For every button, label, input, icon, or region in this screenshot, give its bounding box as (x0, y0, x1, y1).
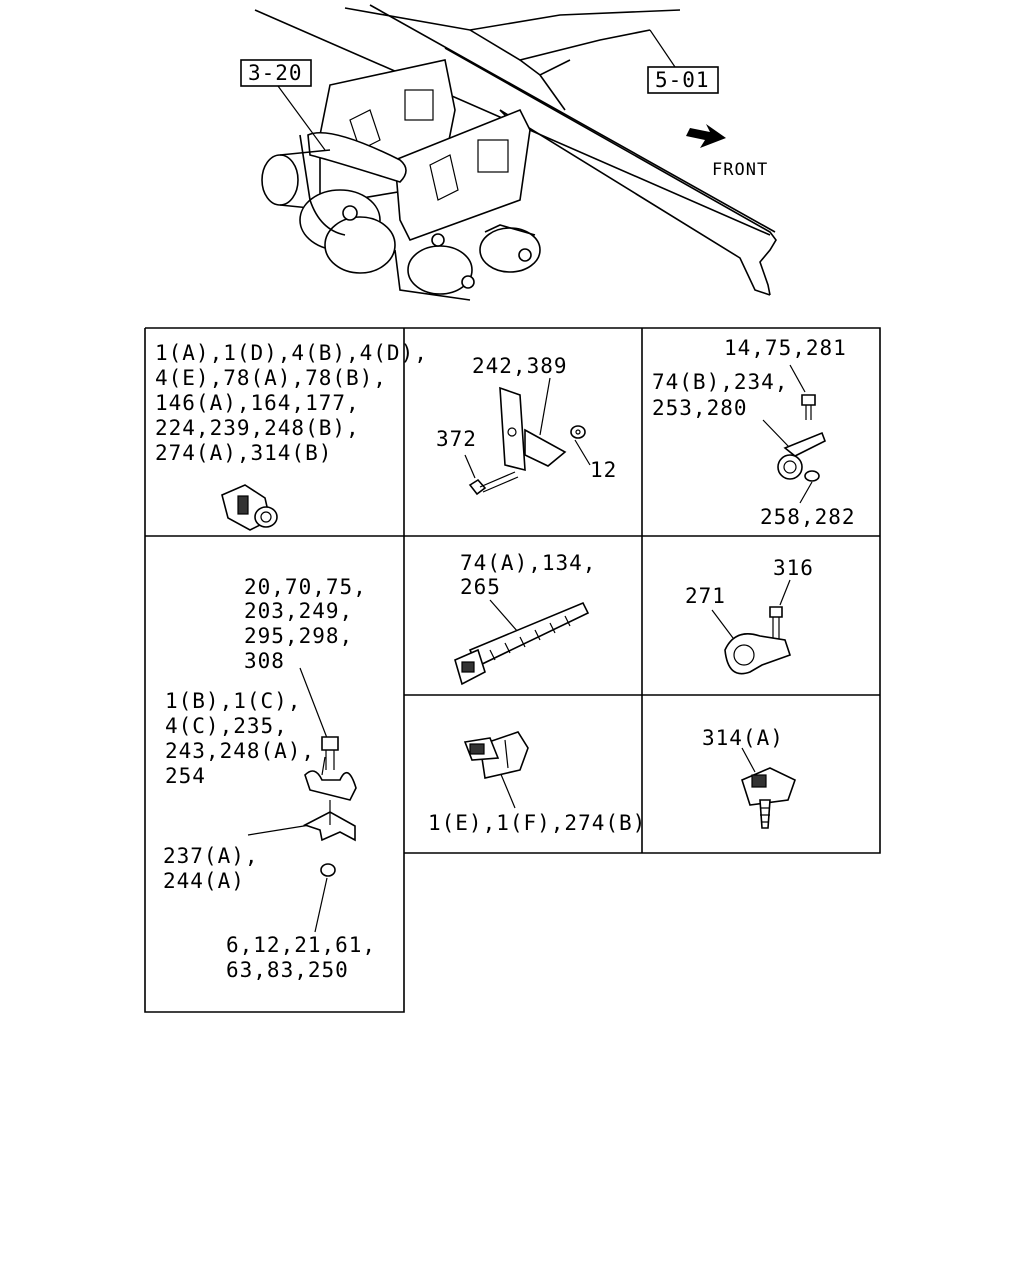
bolt-label-4: 308 (244, 649, 285, 673)
bolt-icon (321, 736, 339, 770)
clamp-bracket-icon (302, 800, 356, 842)
reference-box-5-01[interactable]: 5-01 (647, 29, 719, 94)
stay-label-1: 74(B),234, (652, 370, 788, 394)
clamp-label-2: 4(C),235, (165, 714, 288, 738)
push-clip-icon (741, 767, 796, 829)
nut-icon (570, 425, 586, 439)
clamp-label-4: 254 (165, 764, 206, 788)
part-numbers-line-2: 4(E),78(A),78(B), (155, 366, 387, 390)
cell-bracket[interactable]: 242,389 372 12 (436, 354, 617, 496)
parts-grid (144, 327, 881, 1013)
air-tank-left (261, 149, 396, 274)
part-numbers-line-5: 274(A),314(B) (155, 441, 332, 465)
p-clip-icon (724, 633, 792, 675)
part-numbers-line-3: 146(A),164,177, (155, 391, 360, 415)
air-tank-right (394, 224, 541, 301)
part-numbers-line-4: 224,239,248(B), (155, 416, 360, 440)
nut-label-2: 63,83,250 (226, 958, 349, 982)
cell-tie-strap[interactable]: 74(A),134, 265 (454, 551, 596, 686)
front-arrow-icon (686, 124, 726, 148)
bolt-icon (801, 394, 816, 420)
clamp-icon (304, 770, 357, 801)
cell-clip-group[interactable]: 1(A),1(D),4(B),4(D), 4(E),78(A),78(B), 1… (155, 341, 428, 531)
nut-icon (320, 863, 336, 877)
nut-label: 12 (590, 458, 617, 482)
bolt-label-3: 295,298, (244, 624, 353, 648)
bracket-label-1: 237(A), (163, 844, 259, 868)
nut-icon (804, 470, 820, 482)
clip-label: 271 (685, 584, 726, 608)
bolt-label: 372 (436, 427, 477, 451)
bolt-label-2: 203,249, (244, 599, 353, 623)
bolt-label-1: 20,70,75, (244, 575, 367, 599)
reference-3-20: 3-20 (248, 61, 303, 85)
front-direction-indicator: FRONT (686, 124, 768, 180)
reference-5-01: 5-01 (655, 68, 710, 92)
stay-label-2: 253,280 (652, 396, 748, 420)
clip-label: 314(A) (702, 726, 784, 750)
bracket-label: 242,389 (472, 354, 568, 378)
cell-clamp-assembly[interactable]: 20,70,75, 203,249, 295,298, 308 1(B),1(C… (163, 575, 376, 982)
clip-label: 1(E),1(F),274(B) (428, 811, 646, 835)
bolt-icon (769, 606, 783, 640)
clamp-stay-icon (777, 431, 827, 480)
tie-label-1: 74(A),134, (460, 551, 596, 575)
front-label: FRONT (712, 160, 768, 180)
cell-clip-314a[interactable]: 314(A) (702, 726, 796, 829)
cell-clip-e[interactable]: 1(E),1(F),274(B) (428, 731, 646, 835)
bolt-label: 14,75,281 (724, 336, 847, 360)
part-numbers-line-1: 1(A),1(D),4(B),4(D), (155, 341, 428, 365)
bracket-label-2: 244(A) (163, 869, 245, 893)
cell-clamp-stay[interactable]: 14,75,281 74(B),234, 253,280 258,282 (652, 336, 856, 529)
nut-label: 258,282 (760, 505, 856, 529)
bolt-icon (468, 471, 519, 496)
tie-label-2: 265 (460, 575, 501, 599)
reference-box-3-20[interactable]: 3-20 (240, 59, 326, 151)
bracket-icon (499, 386, 567, 472)
clamp-label-3: 243,248(A), (165, 739, 315, 763)
bolt-label: 316 (773, 556, 814, 580)
tie-strap-icon (454, 601, 590, 686)
clamp-label-1: 1(B),1(C), (165, 689, 301, 713)
frame-assembly-illustration: 3-20 5-01 FRONT (240, 4, 777, 301)
harness-clip-icon (221, 484, 278, 531)
nut-label-1: 6,12,21,61, (226, 933, 376, 957)
cell-p-clip[interactable]: 316 271 (685, 556, 814, 675)
harness-clip-icon (463, 731, 529, 779)
